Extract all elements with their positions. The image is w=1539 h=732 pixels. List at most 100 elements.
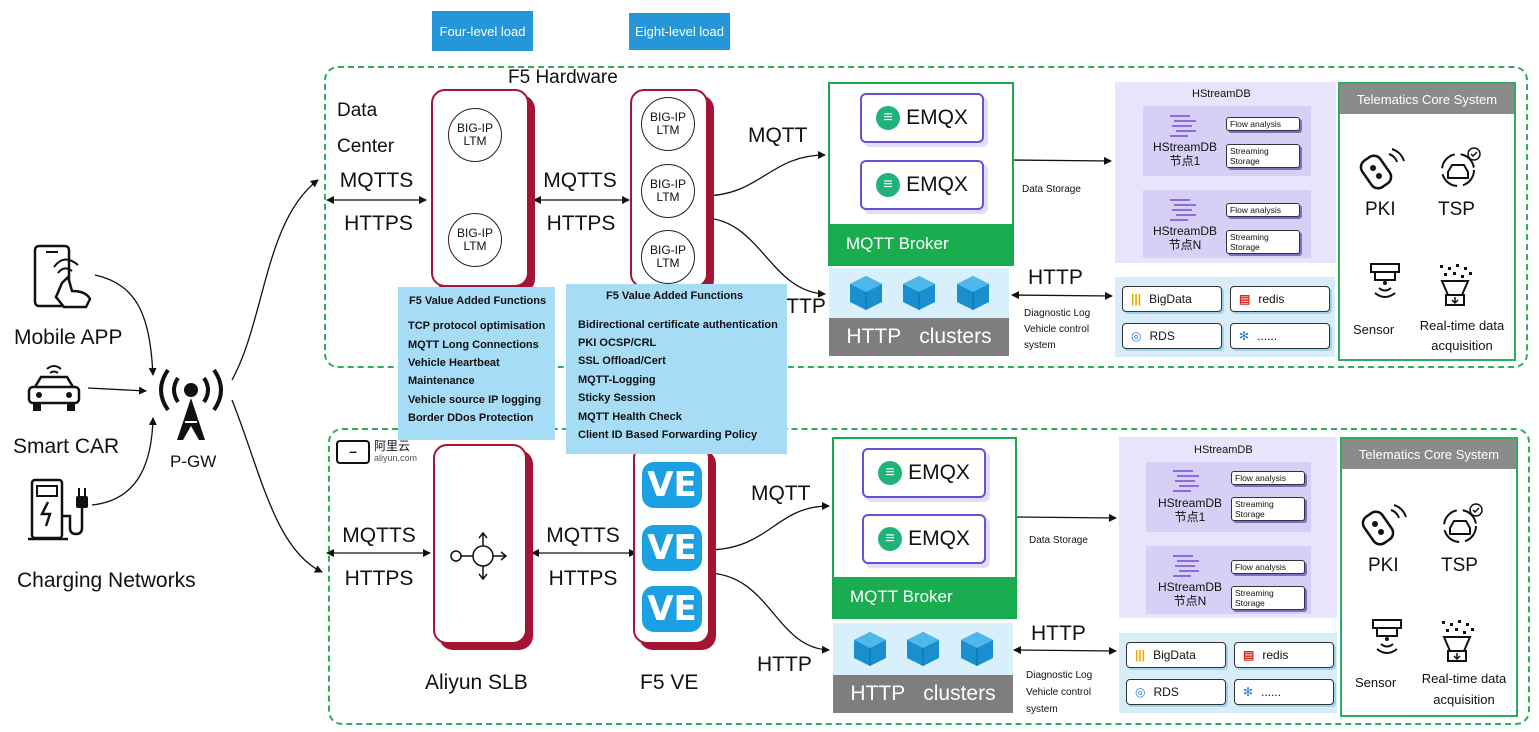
http-word: HTTP <box>846 325 902 348</box>
rtda-label: Real-time data acquisition <box>1412 316 1512 356</box>
top-data-center-region <box>324 66 1528 368</box>
more-label: ...... <box>1257 329 1278 343</box>
ve-node: VE <box>642 586 702 632</box>
diag-line1: Diagnostic Log <box>1024 308 1091 319</box>
diag-line2: Vehicle control <box>1026 687 1092 698</box>
redis-item: ▤redis <box>1234 642 1334 668</box>
streaming-line1: Streaming <box>1230 146 1269 156</box>
aliyun-domain: aliyun.com <box>374 453 418 463</box>
rtda-line2: acquisition <box>1431 338 1493 353</box>
top-mqtts-in: MQTTS <box>339 169 414 192</box>
bottom-http-right-label: HTTP <box>1031 622 1086 645</box>
tsp-label: TSP <box>1441 555 1478 576</box>
node-name-line1: HStreamDB <box>1152 140 1217 154</box>
bigdata-item: |||BigData <box>1122 286 1222 312</box>
sensor-label: Sensor <box>1353 322 1395 337</box>
smart-car-icon <box>27 365 81 411</box>
sensor-icon <box>1372 619 1402 654</box>
top-broker-label: MQTT Broker <box>830 224 1012 264</box>
bottom-mqtts-mid: MQTTS <box>546 524 620 547</box>
more-item: ✻...... <box>1230 323 1330 349</box>
ltm-line1: BIG-IP <box>649 110 686 124</box>
server-cube-icon <box>907 632 939 666</box>
streaming-line1: Streaming <box>1235 588 1274 598</box>
f5-left-item: Vehicle source IP logging <box>408 394 542 406</box>
emqx-logo-icon: ≡ <box>878 461 903 485</box>
emqx-logo-icon: ≡ <box>878 527 903 551</box>
streaming-line2: Storage <box>1230 242 1260 252</box>
streaming-line1: Streaming <box>1235 499 1274 509</box>
redis-label: redis <box>1262 648 1289 662</box>
bottom-mqtt-label: MQTT <box>751 482 811 505</box>
node-name-line1: HStreamDB <box>1152 224 1217 238</box>
eight-level-load-text: Eight-level load <box>635 24 724 39</box>
f5-value-added-right: F5 Value Added Functions Bidirectional c… <box>566 284 787 454</box>
server-cube-icon <box>850 276 882 310</box>
flow-analysis-pill: Flow analysis <box>1226 203 1300 217</box>
diag-line1: Diagnostic Log <box>1026 670 1093 681</box>
pki-label: PKI <box>1365 199 1396 220</box>
server-cube-icon <box>957 276 989 310</box>
hstream-stack-icon <box>1170 115 1196 137</box>
bottom-aliyun-region <box>328 428 1530 725</box>
charging-station-icon <box>28 478 88 541</box>
flow-analysis-pill: Flow analysis <box>1231 471 1305 485</box>
diag-line3: system <box>1026 704 1058 715</box>
tsp-vehicle-icon <box>1441 147 1481 187</box>
hstream-stack-icon <box>1173 470 1199 492</box>
bigdata-icon: ||| <box>1131 292 1142 306</box>
diag-line3: system <box>1024 340 1056 351</box>
f5-right-item: MQTT Health Check <box>578 411 682 423</box>
load-balancer-icon <box>450 531 508 581</box>
emqx-label: EMQX <box>906 106 968 129</box>
gateway-label: P-GW <box>170 452 217 471</box>
ve-node: VE <box>642 462 702 508</box>
bigdata-icon: ||| <box>1135 648 1146 662</box>
data-acquisition-icon <box>1440 264 1472 306</box>
ltm-line1: BIG-IP <box>456 226 493 240</box>
aliyun-logo: – 阿里云 aliyun.com <box>336 440 417 464</box>
rtda-line2: acquisition <box>1433 692 1495 707</box>
http-word: HTTP <box>850 682 906 705</box>
bigdata-item: ||| BigData <box>1126 642 1226 668</box>
more-item: ✻...... <box>1234 679 1334 705</box>
mobile-app-label: Mobile APP <box>14 326 123 349</box>
bottom-hstreamdb-title: HStreamDB <box>1194 444 1253 456</box>
clusters-word: clusters <box>923 682 996 705</box>
f5-left-item: Vehicle Heartbeat <box>408 357 500 369</box>
rtda-line1: Real-time data <box>1419 318 1505 333</box>
diag-line2: Vehicle control <box>1024 324 1090 335</box>
flow-analysis-pill: Flow analysis <box>1231 560 1305 574</box>
emqx-label: EMQX <box>908 461 970 484</box>
f5-right-title: F5 Value Added Functions <box>606 290 744 302</box>
bottom-broker-label: MQTT Broker <box>834 577 1015 617</box>
f5-value-added-left: F5 Value Added Functions TCP protocol op… <box>398 287 555 440</box>
tsp-vehicle-icon <box>1443 503 1483 543</box>
emqx-node: ≡EMQX <box>862 514 986 564</box>
ltm-line1: BIG-IP <box>649 243 686 257</box>
f5-left-item: Border DDos Protection <box>408 412 534 424</box>
ltm-line2: LTM <box>463 239 487 253</box>
aliyun-slb-box <box>433 444 527 644</box>
bottom-data-storage-label: Data Storage <box>1029 535 1088 546</box>
top-diagnostic-label: Diagnostic Log Vehicle control system <box>1024 306 1090 354</box>
emqx-label: EMQX <box>906 173 968 196</box>
ltm-line2: LTM <box>463 134 487 148</box>
bigdata-label: BigData <box>1153 648 1196 662</box>
emqx-node: ≡EMQX <box>860 93 984 143</box>
more-label: ...... <box>1261 685 1282 699</box>
ve-node: VE <box>642 525 702 571</box>
bottom-diagnostic-label: Diagnostic Log Vehicle control system <box>1026 667 1092 718</box>
top-mqtt-label: MQTT <box>748 124 808 147</box>
top-telematics-core-system: Telematics Core System <box>1338 82 1516 361</box>
rds-label: RDS <box>1149 329 1175 343</box>
sensor-icon <box>1370 263 1400 298</box>
four-level-load-text: Four-level load <box>439 23 526 39</box>
four-level-load-tag: Four-level load <box>432 11 533 51</box>
top-http-right-label: HTTP <box>1028 266 1083 289</box>
emqx-label: EMQX <box>908 527 970 550</box>
network-icon: ✻ <box>1239 329 1250 343</box>
